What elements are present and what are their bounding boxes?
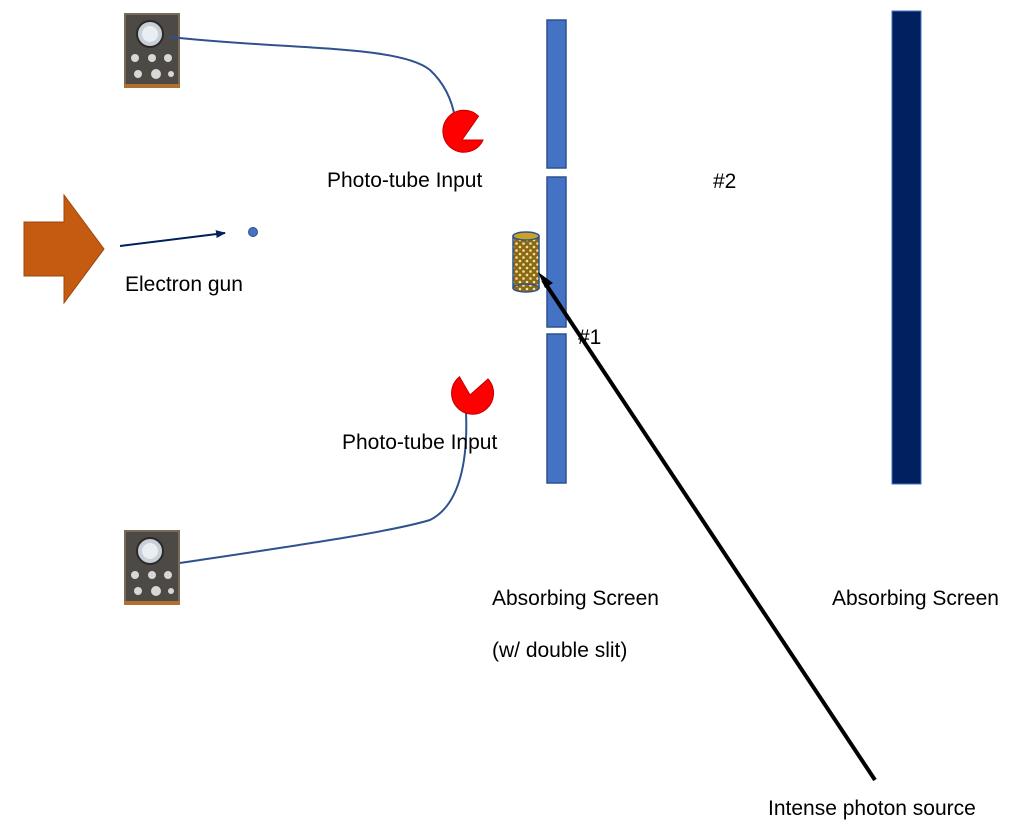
electron-gun-label: Electron gun xyxy=(125,273,243,296)
slit-screen-label: Absorbing Screen xyxy=(492,587,659,610)
electron-dot-icon xyxy=(248,227,258,237)
slit-screen-middle-segment xyxy=(546,176,567,328)
photon-source-label: Intense photon source xyxy=(768,797,976,820)
photon-beam xyxy=(541,278,877,782)
electron-gun-arrow-icon xyxy=(23,193,105,305)
wire-top xyxy=(169,36,456,119)
electron-path-arrow xyxy=(119,230,226,247)
back-absorbing-screen xyxy=(891,10,922,485)
phototube-top xyxy=(442,109,484,153)
cylinder-detector-icon xyxy=(512,231,540,293)
slit-screen-sublabel: (w/ double slit) xyxy=(492,639,627,662)
slit-2-label: #2 xyxy=(713,170,736,193)
slit-screen-bottom-segment xyxy=(546,333,567,484)
slit-1-label: #1 xyxy=(578,326,601,349)
slit-screen-top-segment xyxy=(546,19,567,169)
oscilloscope-icon xyxy=(124,530,180,605)
phototube-top-label: Photo-tube Input xyxy=(327,169,482,192)
back-screen-label: Absorbing Screen xyxy=(832,587,999,610)
oscilloscope-icon xyxy=(124,13,180,88)
wire-bottom xyxy=(179,411,468,564)
oscilloscope-top xyxy=(124,13,180,88)
phototube-bottom xyxy=(451,376,495,415)
oscilloscope-bottom xyxy=(124,530,180,605)
phototube-bottom-label: Photo-tube Input xyxy=(342,431,497,454)
photon-beam-arrowhead xyxy=(538,272,553,288)
